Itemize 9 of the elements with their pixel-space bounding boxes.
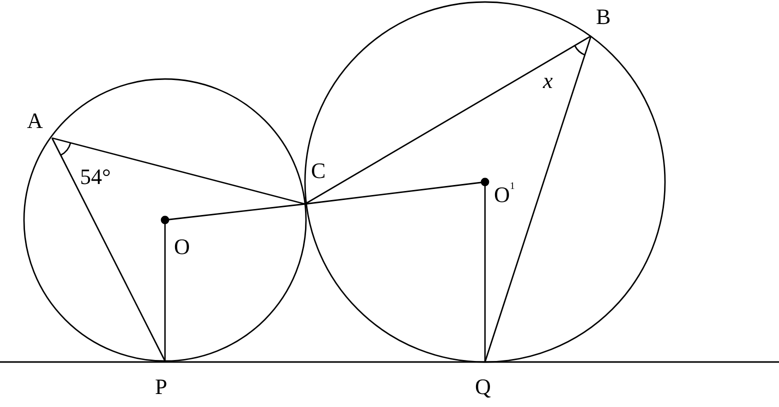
point-label: O$^{1}$ xyxy=(494,184,515,206)
point-label: O xyxy=(174,236,190,258)
point-label: x xyxy=(543,70,553,92)
point-label: Q xyxy=(475,376,491,398)
point-label: 54° xyxy=(80,166,111,188)
point-label: B xyxy=(596,6,611,28)
point-label: C xyxy=(311,160,326,182)
point-label: A xyxy=(27,110,43,132)
point-label: P xyxy=(155,376,168,398)
